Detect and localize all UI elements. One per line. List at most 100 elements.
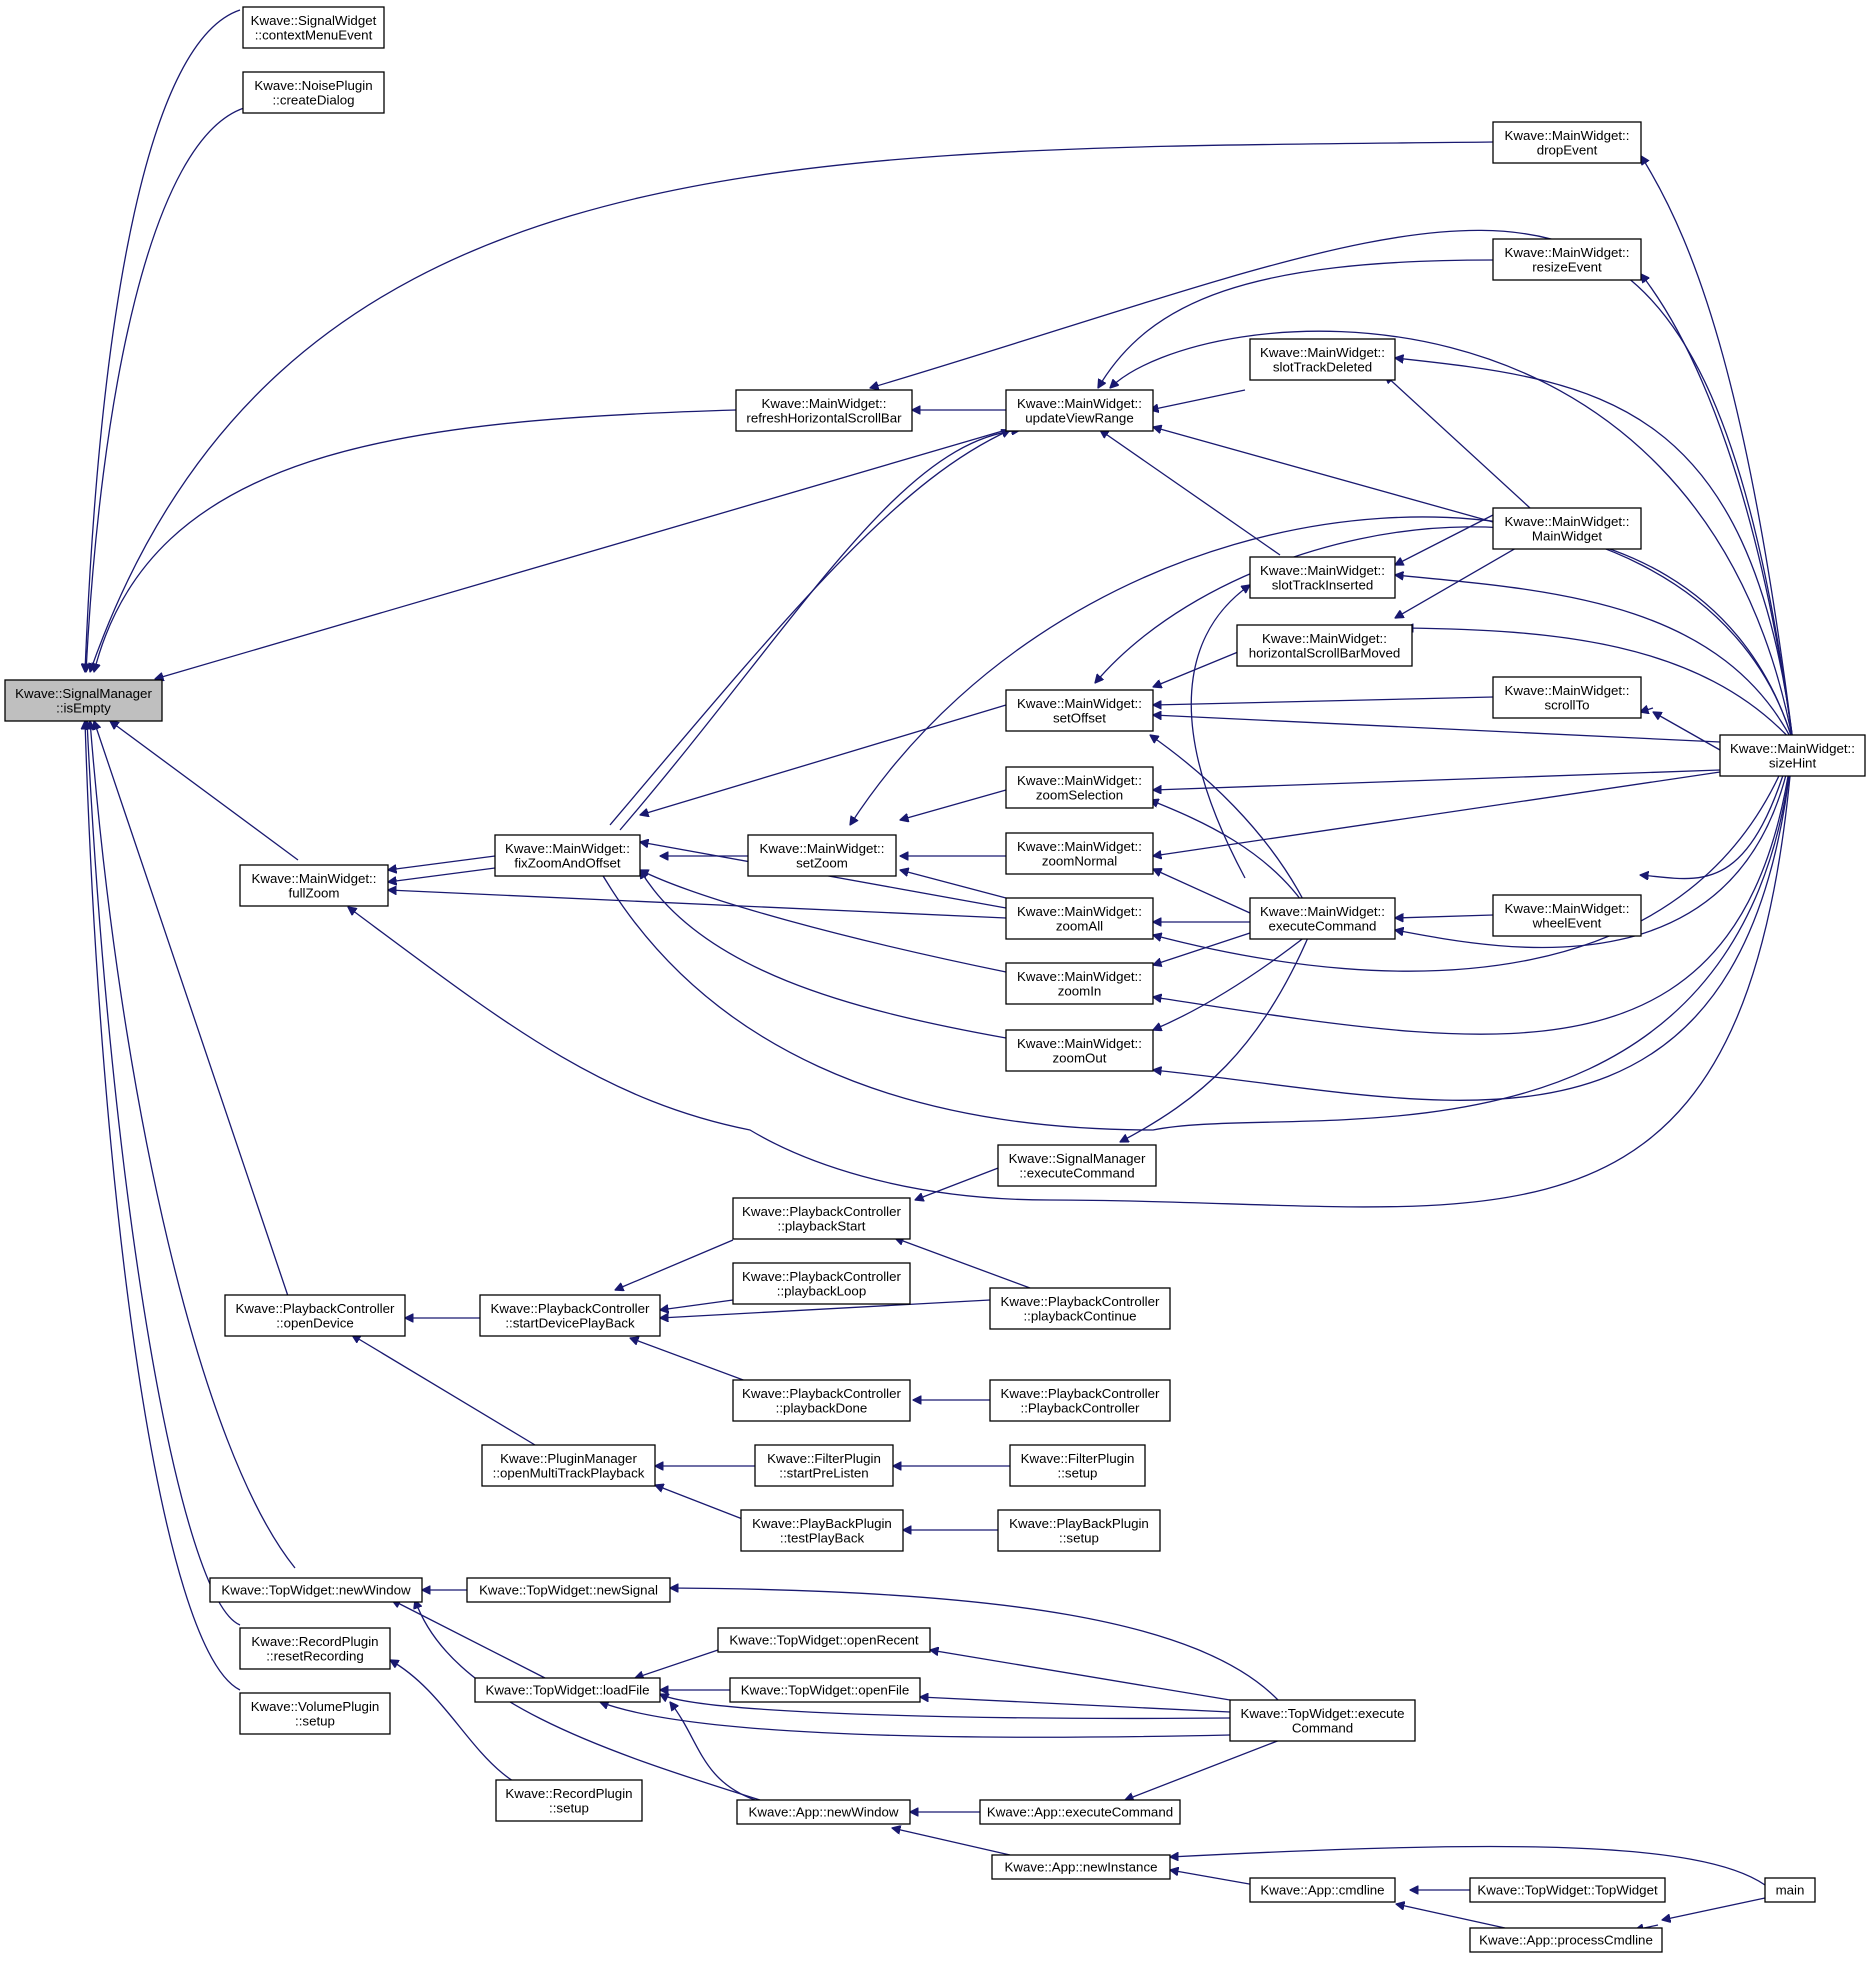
node-label: Kwave::FilterPlugin xyxy=(767,1451,881,1466)
node-kwave-topwidget-newwindow[interactable]: Kwave::TopWidget::newWindow xyxy=(209,1577,423,1603)
edge xyxy=(388,867,496,882)
edge xyxy=(348,741,1794,1208)
node-layer: Kwave::SignalManager::isEmptyKwave::Sign… xyxy=(4,6,1866,1953)
node-kwave-topwidget-newsignal[interactable]: Kwave::TopWidget::newSignal xyxy=(466,1577,671,1603)
node-kwave-mainwidget-fixzoomandoffset[interactable]: Kwave::MainWidget::fixZoomAndOffset xyxy=(494,834,641,877)
node-kwave-playbackcontroller-playbackdone[interactable]: Kwave::PlaybackController::playbackDone xyxy=(732,1379,911,1422)
edge xyxy=(1150,735,1311,914)
node-box xyxy=(997,1509,1161,1552)
node-kwave-playbackcontroller-playbackcontinue[interactable]: Kwave::PlaybackController::playbackConti… xyxy=(989,1287,1171,1330)
node-box xyxy=(481,1444,656,1487)
edge xyxy=(660,1694,1231,1720)
edge xyxy=(1641,274,1794,743)
node-kwave-signalmanager-isempty[interactable]: Kwave::SignalManager::isEmpty xyxy=(4,679,163,722)
node-label: Kwave::MainWidget:: xyxy=(760,841,885,856)
node-kwave-mainwidget-refreshhorizontalscrollbar[interactable]: Kwave::MainWidget::refreshHorizontalScro… xyxy=(735,389,913,432)
node-kwave-filterplugin-setup[interactable]: Kwave::FilterPlugin::setup xyxy=(1009,1444,1146,1487)
node-kwave-mainwidget-resizeevent[interactable]: Kwave::MainWidget::resizeEvent xyxy=(1492,238,1642,281)
edge xyxy=(619,430,1020,831)
node-kwave-volumeplugin-setup[interactable]: Kwave::VolumePlugin::setup xyxy=(239,1692,391,1735)
node-kwave-playbackplugin-testplayback[interactable]: Kwave::PlayBackPlugin::testPlayBack xyxy=(740,1509,904,1552)
node-kwave-mainwidget-wheelevent[interactable]: Kwave::MainWidget::wheelEvent xyxy=(1492,894,1642,937)
node-kwave-noiseplugin-createdialog[interactable]: Kwave::NoisePlugin::createDialog xyxy=(242,71,385,114)
node-kwave-pluginmanager-openmultitrackplayback[interactable]: Kwave::PluginManager::openMultiTrackPlay… xyxy=(481,1444,656,1487)
node-kwave-app-cmdline[interactable]: Kwave::App::cmdline xyxy=(1249,1877,1396,1903)
node-kwave-mainwidget-setoffset[interactable]: Kwave::MainWidget::setOffset xyxy=(1005,689,1154,732)
node-kwave-app-processcmdline[interactable]: Kwave::App::processCmdline xyxy=(1469,1927,1663,1953)
node-label: Kwave::MainWidget:: xyxy=(762,396,887,411)
node-box xyxy=(1005,962,1154,1005)
node-label: Kwave::RecordPlugin xyxy=(505,1786,632,1801)
edge-layer xyxy=(85,9,1794,1930)
node-kwave-mainwidget-zoomselection[interactable]: Kwave::MainWidget::zoomSelection xyxy=(1005,766,1154,809)
node-label: Kwave::PlaybackController xyxy=(1001,1294,1160,1309)
node-kwave-mainwidget-scrollto[interactable]: Kwave::MainWidget::scrollTo xyxy=(1492,676,1642,719)
edge xyxy=(670,1702,756,1801)
edge xyxy=(655,1485,746,1521)
edge xyxy=(930,1650,1231,1701)
node-box xyxy=(495,1779,643,1822)
node-box xyxy=(997,1144,1157,1187)
edge xyxy=(900,789,1007,820)
node-box xyxy=(1492,676,1642,719)
node-kwave-topwidget-openrecent[interactable]: Kwave::TopWidget::openRecent xyxy=(717,1627,931,1653)
node-kwave-mainwidget-zoomnormal[interactable]: Kwave::MainWidget::zoomNormal xyxy=(1005,832,1154,875)
node-kwave-topwidget-topwidget[interactable]: Kwave::TopWidget::TopWidget xyxy=(1469,1877,1666,1903)
node-kwave-app-executecommand[interactable]: Kwave::App::executeCommand xyxy=(979,1799,1181,1825)
node-kwave-mainwidget-fullzoom[interactable]: Kwave::MainWidget::fullZoom xyxy=(239,864,389,907)
node-kwave-filterplugin-startprelisten[interactable]: Kwave::FilterPlugin::startPreListen xyxy=(754,1444,894,1487)
node-label: ::setup xyxy=(1059,1530,1099,1545)
node-kwave-app-newinstance[interactable]: Kwave::App::newInstance xyxy=(991,1854,1171,1880)
node-kwave-playbackcontroller-opendevice[interactable]: Kwave::PlaybackController::openDevice xyxy=(224,1294,406,1337)
node-kwave-playbackcontroller-playbackcontroller[interactable]: Kwave::PlaybackController::PlaybackContr… xyxy=(989,1379,1171,1422)
node-box xyxy=(4,679,163,722)
node-label: zoomNormal xyxy=(1042,853,1117,868)
node-kwave-app-newwindow[interactable]: Kwave::App::newWindow xyxy=(736,1799,911,1825)
node-kwave-mainwidget-zoomin[interactable]: Kwave::MainWidget::zoomIn xyxy=(1005,962,1154,1005)
node-label: MainWidget xyxy=(1532,528,1603,543)
node-kwave-recordplugin-resetrecording[interactable]: Kwave::RecordPlugin::resetRecording xyxy=(239,1627,391,1670)
node-kwave-recordplugin-setup[interactable]: Kwave::RecordPlugin::setup xyxy=(495,1779,643,1822)
node-kwave-playbackcontroller-startdeviceplayback[interactable]: Kwave::PlaybackController::startDevicePl… xyxy=(479,1294,661,1337)
node-label: Kwave::RecordPlugin xyxy=(251,1634,378,1649)
node-kwave-mainwidget-zoomall[interactable]: Kwave::MainWidget::zoomAll xyxy=(1005,897,1154,940)
node-label: fullZoom xyxy=(289,885,340,900)
node-kwave-mainwidget-zoomout[interactable]: Kwave::MainWidget::zoomOut xyxy=(1005,1029,1154,1072)
node-label: wheelEvent xyxy=(1532,915,1602,930)
node-kwave-topwidget-openfile[interactable]: Kwave::TopWidget::openFile xyxy=(729,1677,921,1703)
edge xyxy=(1385,375,1531,509)
node-kwave-playbackcontroller-playbackloop[interactable]: Kwave::PlaybackController::playbackLoop xyxy=(732,1262,911,1305)
node-label: ::executeCommand xyxy=(1019,1165,1134,1180)
node-kwave-signalwidget-contextmenuevent[interactable]: Kwave::SignalWidget::contextMenuEvent xyxy=(242,6,385,49)
node-kwave-mainwidget-slottrackdeleted[interactable]: Kwave::MainWidget::slotTrackDeleted xyxy=(1249,338,1396,381)
edge xyxy=(892,1828,1011,1856)
node-label: Kwave::MainWidget:: xyxy=(1017,904,1142,919)
edge xyxy=(660,1299,991,1318)
node-kwave-mainwidget-horizontalscrollbarmoved[interactable]: Kwave::MainWidget::horizontalScrollBarMo… xyxy=(1236,624,1413,667)
node-kwave-mainwidget-mainwidget[interactable]: Kwave::MainWidget::MainWidget xyxy=(1492,507,1642,550)
node-kwave-mainwidget-executecommand[interactable]: Kwave::MainWidget::executeCommand xyxy=(1249,897,1396,940)
edge xyxy=(1120,932,1311,1142)
node-kwave-playbackplugin-setup[interactable]: Kwave::PlayBackPlugin::setup xyxy=(997,1509,1161,1552)
node-label: main xyxy=(1776,1883,1805,1898)
node-label: Kwave::NoisePlugin xyxy=(254,78,372,93)
node-kwave-signalmanager-executecommand[interactable]: Kwave::SignalManager::executeCommand xyxy=(997,1144,1157,1187)
edge xyxy=(155,429,1007,679)
node-kwave-topwidget-execute-command[interactable]: Kwave::TopWidget::executeCommand xyxy=(1229,1699,1416,1742)
node-main[interactable]: main xyxy=(1764,1877,1816,1903)
node-label: Kwave::MainWidget:: xyxy=(1505,514,1630,529)
node-kwave-topwidget-loadfile[interactable]: Kwave::TopWidget::loadFile xyxy=(474,1677,661,1703)
node-kwave-mainwidget-slottrackinserted[interactable]: Kwave::MainWidget::slotTrackInserted xyxy=(1249,556,1396,599)
node-label: ::startDevicePlayBack xyxy=(505,1315,635,1330)
node-kwave-mainwidget-dropevent[interactable]: Kwave::MainWidget::dropEvent xyxy=(1492,121,1642,164)
node-box xyxy=(732,1197,911,1240)
edge xyxy=(85,9,241,672)
node-kwave-mainwidget-setzoom[interactable]: Kwave::MainWidget::setZoom xyxy=(747,834,897,877)
edge xyxy=(1395,514,1494,565)
node-label: horizontalScrollBarMoved xyxy=(1249,645,1401,660)
node-kwave-playbackcontroller-playbackstart[interactable]: Kwave::PlaybackController::playbackStart xyxy=(732,1197,911,1240)
node-kwave-mainwidget-sizehint[interactable]: Kwave::MainWidget::sizeHint xyxy=(1719,734,1866,777)
node-label: ::setup xyxy=(549,1800,589,1815)
node-kwave-mainwidget-updateviewrange[interactable]: Kwave::MainWidget::updateViewRange xyxy=(1005,389,1154,432)
